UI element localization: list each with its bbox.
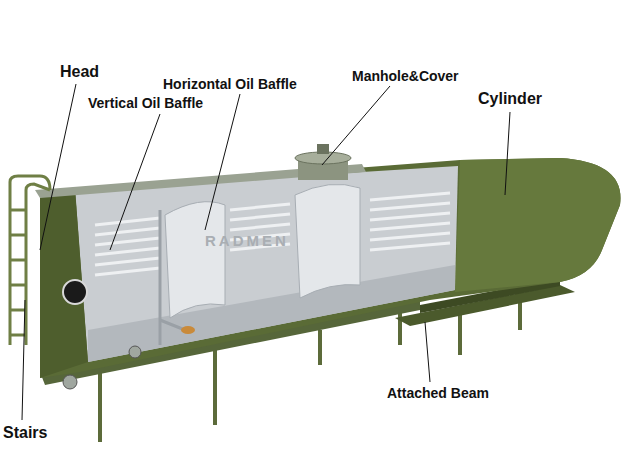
- part-label: Cylinder: [478, 90, 542, 108]
- part-label: Manhole&Cover: [352, 69, 459, 84]
- vertical-baffle: [295, 184, 360, 298]
- part-label: Attached Beam: [387, 386, 489, 401]
- part-label: Horizontal Oil Baffle: [163, 77, 297, 92]
- vertical-baffle: [165, 202, 225, 318]
- stairs: [10, 176, 50, 345]
- leader-lines: [22, 84, 510, 420]
- horizontal-baffles: [95, 193, 450, 275]
- watermark: RADMEN: [205, 233, 289, 250]
- part-label: Vertical Oil Baffle: [88, 96, 203, 111]
- cutaway-interior: [75, 166, 458, 362]
- part-label: Stairs: [3, 424, 47, 442]
- part-label: Head: [60, 63, 99, 81]
- gauge: [63, 280, 87, 304]
